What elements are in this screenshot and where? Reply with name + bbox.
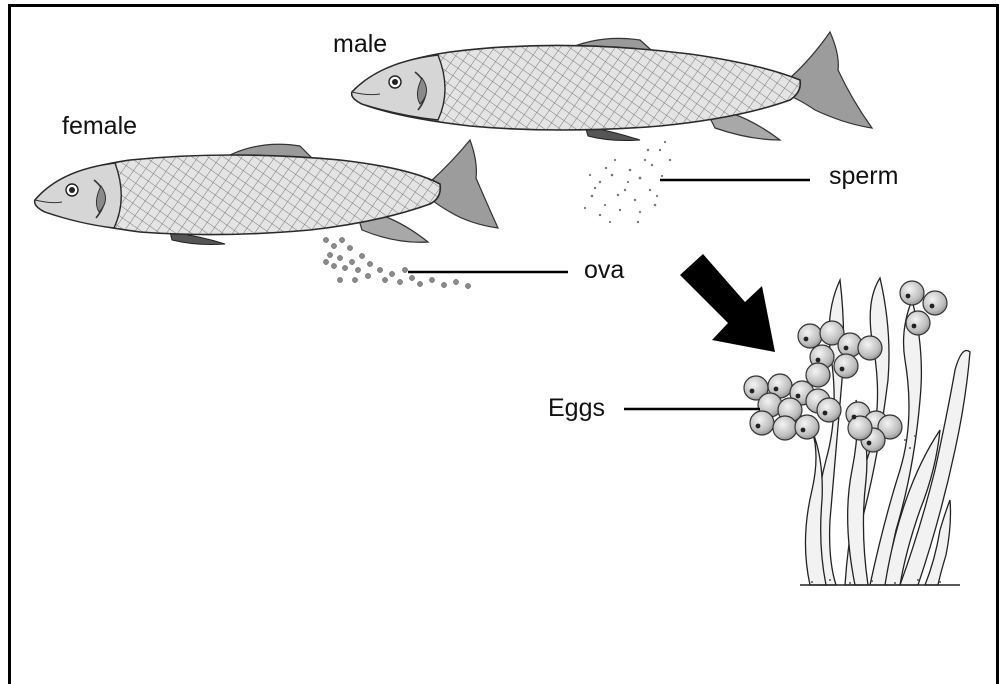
female-head xyxy=(35,163,122,228)
label-female: female xyxy=(62,114,137,139)
male-fish xyxy=(352,32,872,141)
label-sperm: sperm xyxy=(829,164,898,189)
label-eggs: Eggs xyxy=(548,396,605,421)
male-tail-fin xyxy=(790,32,872,128)
sperm-cloud xyxy=(584,141,671,223)
diagram-art xyxy=(0,0,1003,659)
process-arrow xyxy=(680,254,775,352)
female-fish xyxy=(35,140,498,245)
ova-cluster xyxy=(323,237,470,288)
label-male: male xyxy=(333,32,387,57)
label-ova: ova xyxy=(584,258,624,283)
